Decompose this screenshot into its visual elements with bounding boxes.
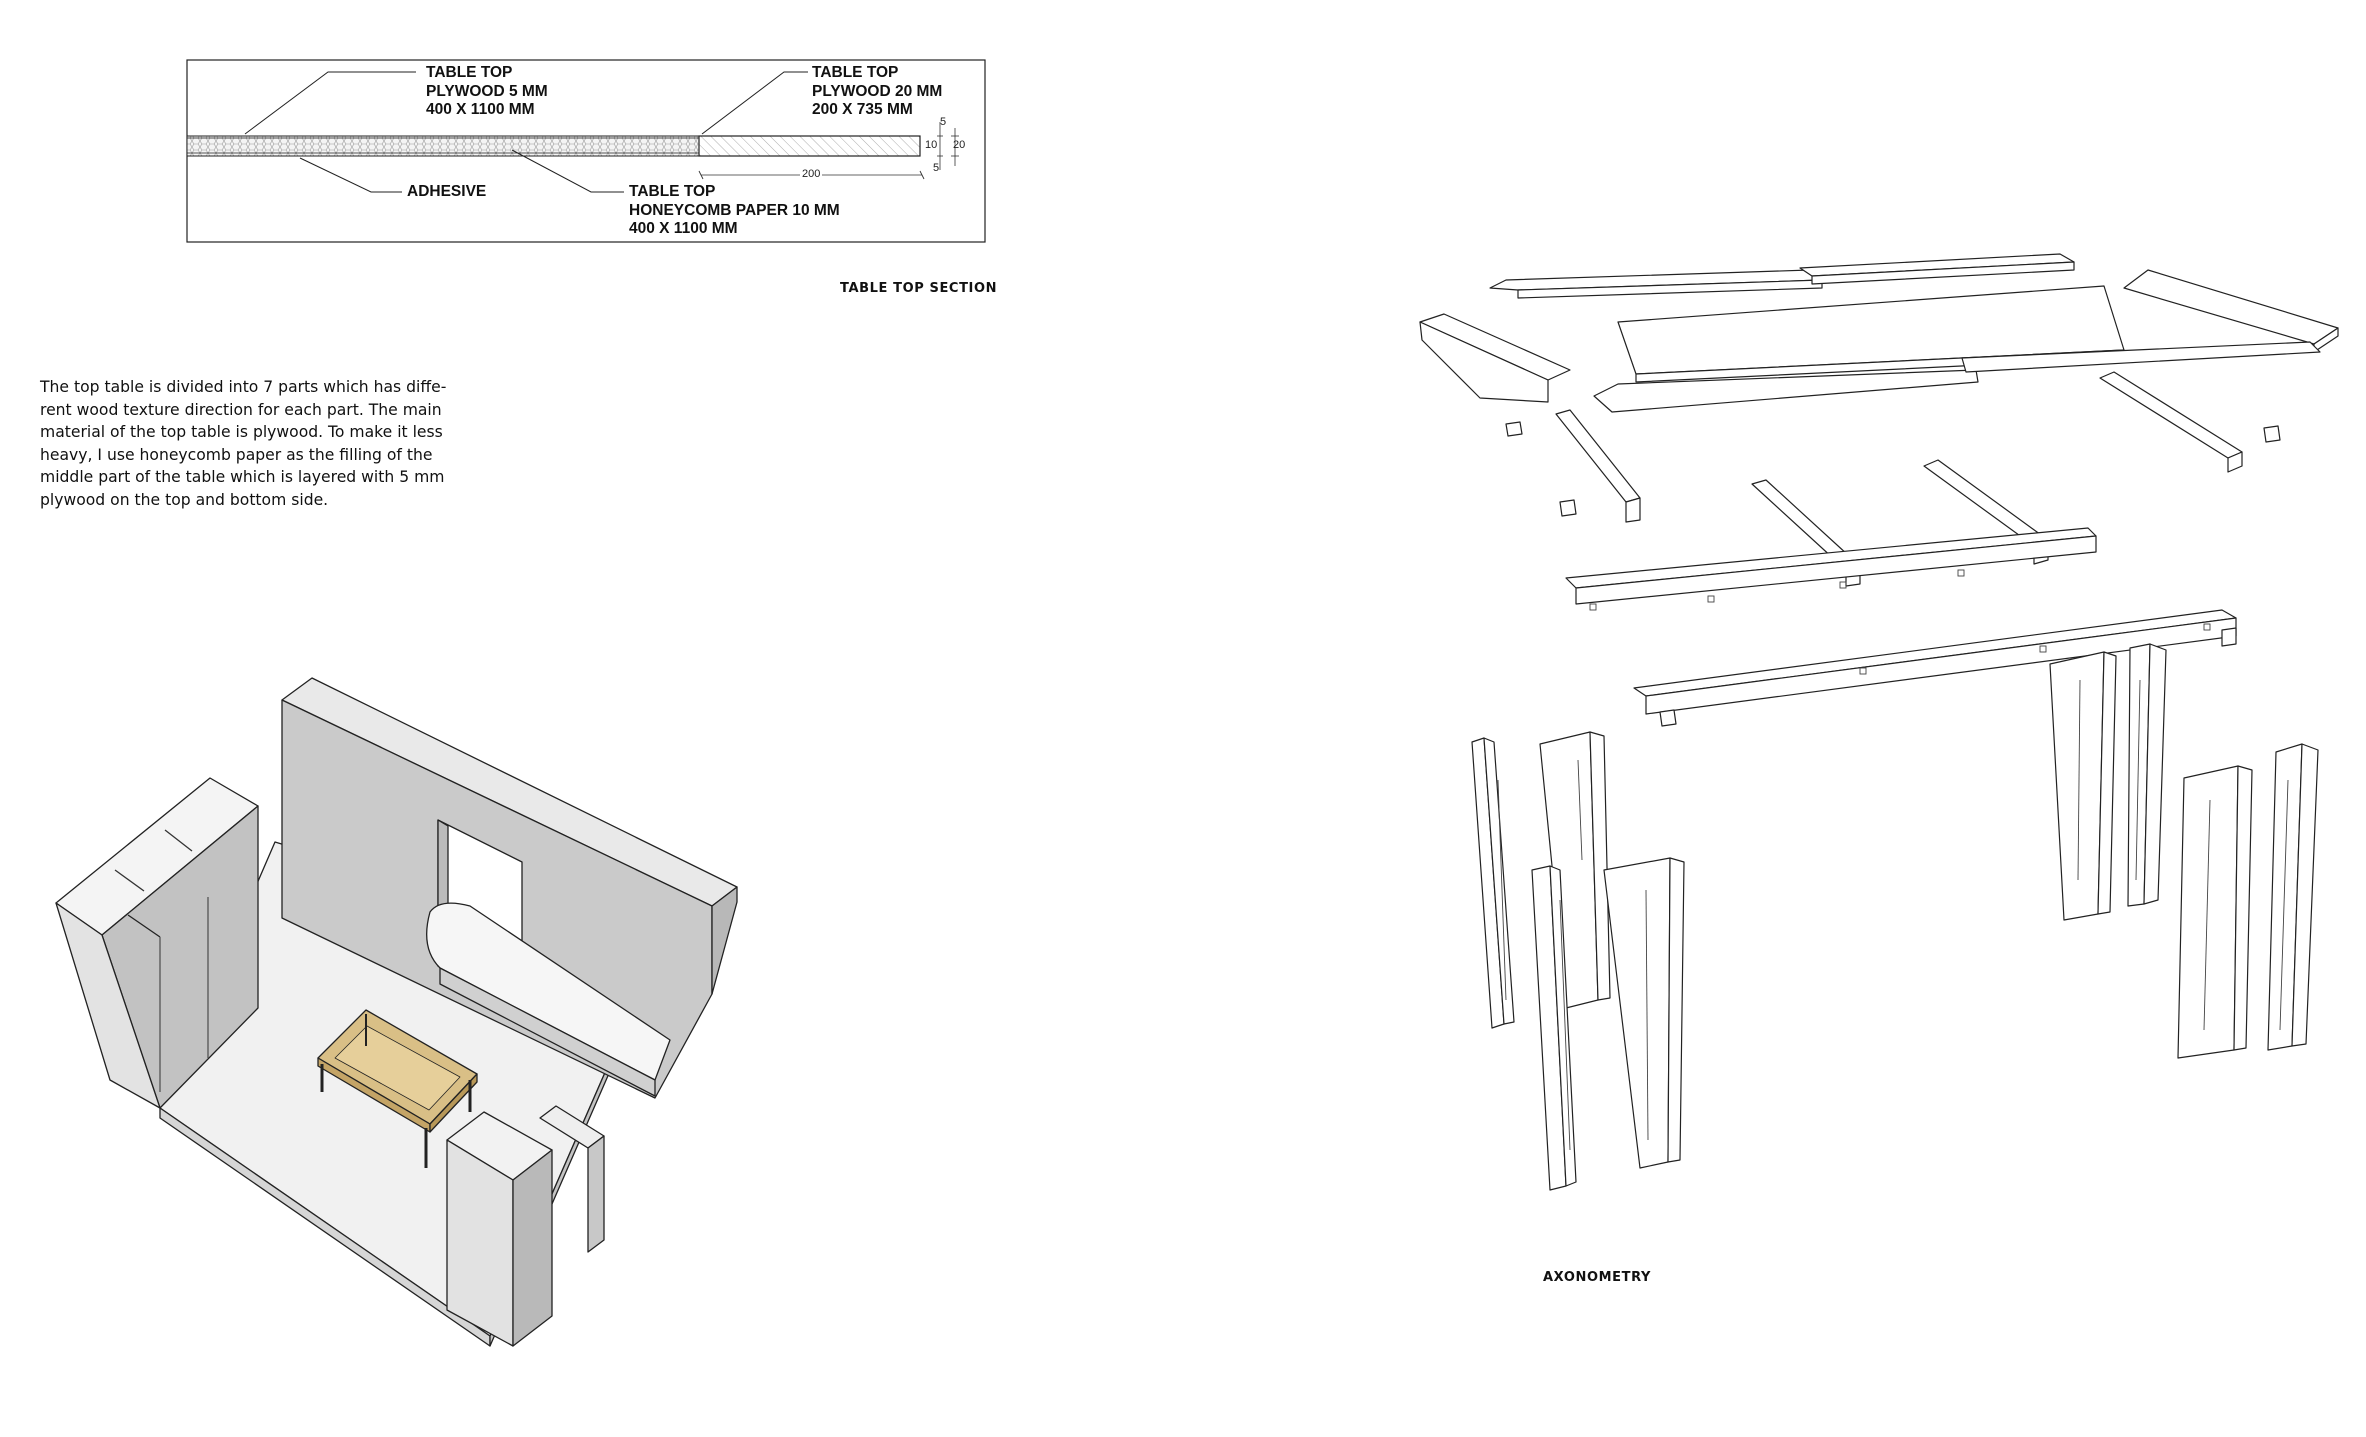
rail-1 — [1555, 409, 1641, 503]
dim-top: 5 — [940, 116, 947, 128]
section-caption: TABLE TOP SECTION — [840, 281, 998, 296]
top-part-6 — [1593, 369, 1979, 413]
top-part-7 — [1961, 341, 2321, 373]
label-side-plywood: TABLE TOP PLYWOOD 20 MM 200 X 735 MM — [812, 64, 943, 118]
label-honeycomb: TABLE TOP HONEYCOMB PAPER 10 MM 400 X 11… — [629, 183, 840, 237]
label-top-plywood: TABLE TOP PLYWOOD 5 MM 400 X 1100 MM — [426, 64, 548, 118]
rail-2 — [2099, 371, 2243, 459]
leg-7 — [2177, 765, 2239, 1059]
top-part-4 — [2123, 269, 2339, 345]
plywood-20mm — [698, 135, 921, 157]
label-adhesive: ADHESIVE — [407, 183, 487, 200]
leg-4 — [1603, 857, 1671, 1169]
dim-middle: 10 — [925, 139, 938, 151]
dim-bottom: 5 — [933, 162, 940, 174]
leg-5 — [2049, 651, 2105, 921]
dim-total: 20 — [953, 139, 966, 151]
axonometry-caption: AXONOMETRY — [1543, 1270, 1652, 1285]
dim-width: 200 — [800, 168, 823, 180]
counter — [426, 902, 671, 1081]
description-text: The top table is divided into 7 parts wh… — [40, 378, 447, 509]
